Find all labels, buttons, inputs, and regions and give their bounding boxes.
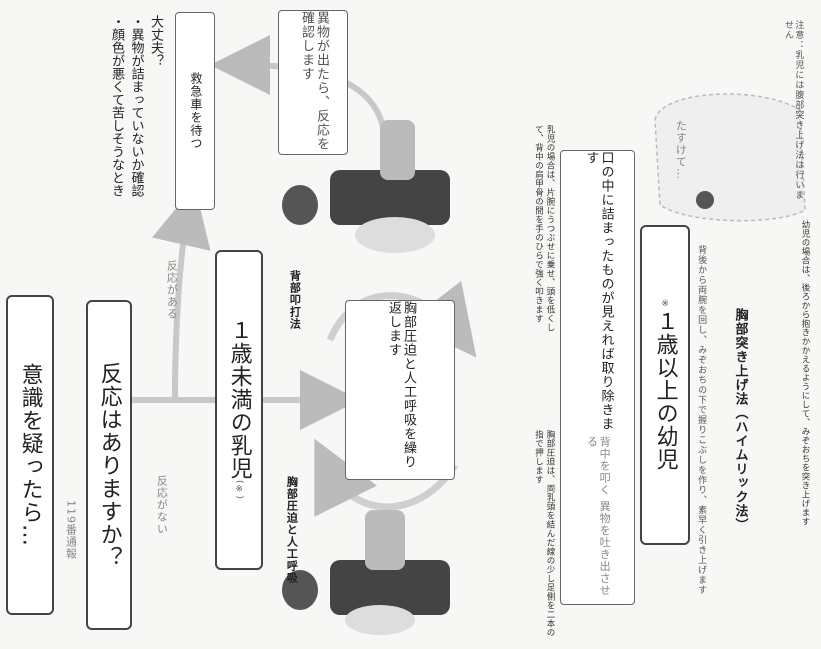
bubble-text: 異物が出たら、反応を確認します <box>299 11 329 151</box>
question-box: 反応はありますか？ <box>86 300 132 630</box>
note-call-wrap: 119番通報 <box>58 455 82 605</box>
child-note-small-wrap: 背後から両腕を回し、みぞおちの下で握りこぶしを作り、素早く引き上げます <box>692 225 710 615</box>
heading-main-box: 意識を疑ったら… <box>6 295 54 615</box>
right-top-box: 救急車を待つ <box>175 12 215 210</box>
label-no: 反応がない <box>155 475 169 535</box>
label-yes-wrap: 反応がある <box>160 230 182 350</box>
child-mark: ※ <box>660 299 671 310</box>
figure-adult-bottom <box>282 510 450 635</box>
right-box-text: 口の中に詰まったものが見えれば取り除きます <box>583 151 614 431</box>
center-box: 胸部圧迫と人工呼吸を繰り返します <box>345 300 455 480</box>
label-no-wrap: 反応がない <box>150 440 172 570</box>
child-title-box: ※ １歳以上の幼児 <box>640 225 690 545</box>
infant-steps-right-wrap: 背部叩打法 <box>285 250 303 350</box>
note-call: 119番通報 <box>64 500 78 560</box>
bottom-note-wrap: 注意：乳児には腹部突き上げ法は行いません <box>778 20 808 200</box>
heading-main: 意識を疑ったら… <box>17 363 43 547</box>
side-text-3: 幼児の場合は、後ろから抱きかかえるようにして、みぞおちを突き上げます <box>800 220 810 526</box>
right-top-box-text: 救急車を待つ <box>188 72 203 150</box>
child-caption: 胸部突き上げ法（ハイムリック法） <box>732 308 748 532</box>
infant-steps-left: 胸部圧迫と人工呼吸 <box>285 476 299 584</box>
infant-mark: (※) <box>234 480 245 501</box>
question: 反応はありますか？ <box>96 361 122 569</box>
illustration-bubble <box>654 93 806 222</box>
speech-bottom-wrap: たすけて… <box>665 110 695 190</box>
speech-bottom: たすけて… <box>674 120 688 180</box>
right-box: 口の中に詰まったものが見えれば取り除きます 背中を叩く 異物を吐き出させる <box>560 150 635 605</box>
bottom-note: 注意：乳児には腹部突き上げ法は行いません <box>783 20 804 200</box>
center-box-text: 胸部圧迫と人工呼吸を繰り返します <box>386 301 416 469</box>
bullet-3: ・顔色が悪くて苦しそうなとき <box>109 15 124 197</box>
top-note-box: 異物が出たら、反応を確認します <box>278 10 348 155</box>
side-text-1: 乳児の場合は、片腕にうつぶせに乗せ、頭を低くして、背中の肩甲骨の間を手のひらで強… <box>533 125 555 332</box>
infant-title-box: １歳未満の乳児 (※) <box>215 250 263 570</box>
child-caption-wrap: 胸部突き上げ法（ハイムリック法） <box>725 220 753 620</box>
bullet-2: ・異物が詰まっていないか確認 <box>128 15 144 197</box>
child-title: １歳以上の幼児 <box>652 310 678 471</box>
right-box-sub: 背中を叩く 異物を吐き出させる <box>585 436 612 597</box>
right-bullets: 大丈夫？ ・異物が詰まっていないか確認 ・顔色が悪くて苦しそうなとき <box>55 15 165 260</box>
infant-steps-right: 背部叩打法 <box>288 270 302 330</box>
bullet-1: 大丈夫？ <box>148 15 163 67</box>
flow-arrow-branch <box>152 185 211 396</box>
side-text-2: 胸部圧迫は、両乳頭を結んだ線の少し足側を二本の指で押します <box>533 430 555 637</box>
figure-adult-top <box>282 120 450 253</box>
cycle-arrow-bottom <box>314 438 458 517</box>
infant-steps-left-wrap: 胸部圧迫と人工呼吸 <box>282 470 300 590</box>
child-note-small: 背後から両腕を回し、みぞおちの下で握りこぶしを作り、素早く引き上げます <box>696 245 707 595</box>
label-yes: 反応がある <box>165 260 179 320</box>
infant-title: １歳未満の乳児 <box>226 319 252 481</box>
